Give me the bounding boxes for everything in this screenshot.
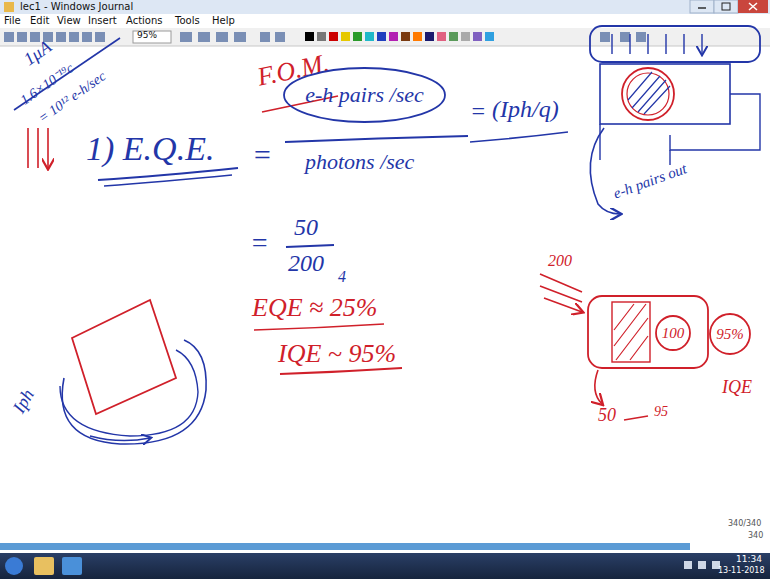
equals-sign: = (250, 228, 269, 259)
count-number: 95 (654, 404, 668, 419)
count-number: 50 (598, 406, 616, 426)
result: IQE ~ 95% (278, 340, 396, 369)
clock-time: 11:34 (736, 555, 762, 565)
equals-sign: = (470, 98, 486, 124)
denominator: 200 (288, 250, 324, 276)
menu-item: Help (212, 15, 235, 26)
annotation: IQE (722, 378, 752, 398)
denominator: photons /sec (305, 150, 414, 174)
clock-date: 13-11-2018 (718, 567, 765, 576)
equals-sign: = (252, 138, 272, 171)
window-title: lec1 - Windows Journal (20, 1, 133, 12)
photon-count: 200 (548, 252, 572, 270)
menu-item: File (4, 15, 21, 26)
circled-quantity: e-h pairs /sec (282, 66, 447, 124)
heading: 1) E.Q.E. (86, 130, 214, 167)
menu-item: Actions (126, 15, 163, 26)
zoom-value: 95% (137, 31, 157, 41)
menu-item: View (57, 15, 81, 26)
note-number: 4 (338, 268, 346, 286)
annotation: e-h pairs out (611, 160, 689, 202)
result: EQE ≈ 25% (252, 294, 377, 323)
circled-number: 100 (654, 314, 692, 352)
node-text: 95% (716, 326, 744, 343)
numerator: 50 (294, 214, 318, 240)
formula: (Iph/q) (492, 96, 559, 122)
menu-item: Insert (88, 15, 117, 26)
page-number: 340 (748, 532, 763, 541)
menu-item: Edit (30, 15, 49, 26)
node-text: 100 (662, 325, 685, 342)
node-text: e-h pairs /sec (305, 83, 424, 107)
circled-number: 95% (708, 312, 752, 356)
page-counter: 340/340 (728, 520, 761, 529)
menu-item: Tools (175, 15, 200, 26)
current-label: Iph (9, 386, 38, 417)
